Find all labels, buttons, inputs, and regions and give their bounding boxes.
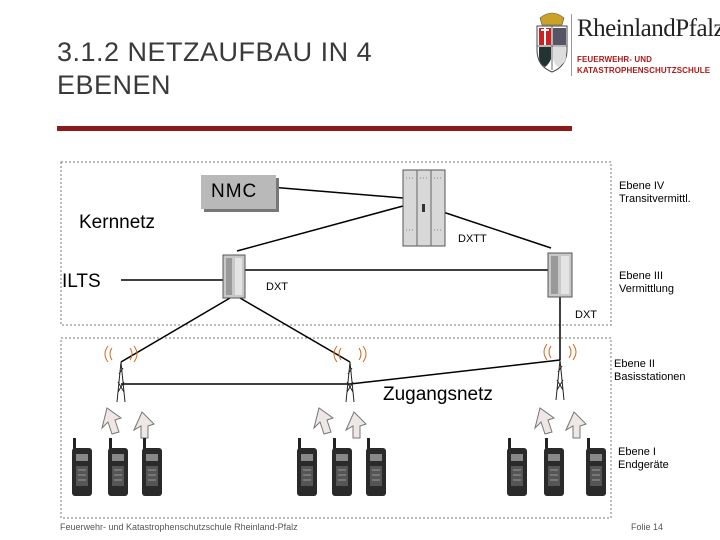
title-rule <box>57 126 572 131</box>
logo-wordmark: RheinlandPfalz <box>577 15 720 42</box>
page-title: 3.1.2 NETZAUFBAU IN 4 EBENEN <box>57 37 373 100</box>
logo-divider <box>571 14 572 76</box>
logo-subtitle: FEUERWEHR- UND KATASTROPHENSCHUTZSCHULE <box>577 55 711 75</box>
signal-arrow-icon <box>101 407 587 439</box>
handheld-radio-icon <box>71 437 607 497</box>
level-1-label: Ebene I Endgeräte <box>618 446 669 471</box>
kernnetz-label: Kernnetz <box>79 212 156 233</box>
dxt-right-label: DXT <box>575 309 597 321</box>
access-network-frame <box>60 337 612 519</box>
dxtt-label: DXTT <box>458 233 487 245</box>
dxtt-switch-icon <box>402 169 446 247</box>
core-network-frame <box>60 161 612 326</box>
zugangsnetz-label: Zugangsnetz <box>383 384 493 405</box>
footer-source: Feuerwehr- und Katastrophenschutzschule … <box>60 522 298 532</box>
nmc-box: NMC <box>201 175 276 209</box>
dxt-left-label: DXT <box>266 281 288 293</box>
base-station-icon <box>104 343 577 403</box>
footer-page-number: Folie 14 <box>631 522 664 532</box>
ilts-label: ILTS <box>62 271 101 292</box>
level-2-label: Ebene II Basisstationen <box>614 358 686 383</box>
level-3-label: Ebene III Vermittlung <box>619 270 675 295</box>
nmc-label: NMC <box>211 181 258 202</box>
level-4-label: Ebene IV Transitvermittl. <box>619 180 691 205</box>
dxt-left-switch-icon <box>222 254 246 299</box>
dxt-right-switch-icon <box>547 252 573 298</box>
